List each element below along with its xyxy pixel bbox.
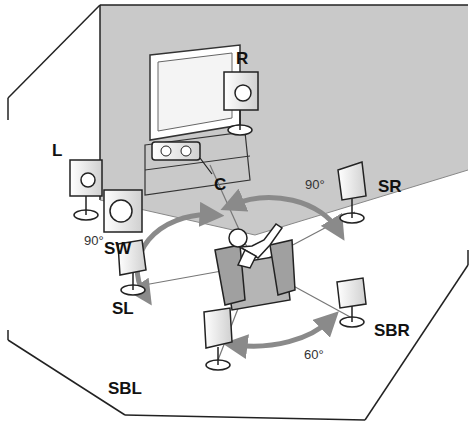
- angle-label: 90°: [84, 234, 104, 247]
- speaker-label: SBL: [108, 380, 142, 397]
- speaker-label: SW: [104, 240, 131, 257]
- speaker-label: R: [236, 50, 248, 67]
- speaker-label: SBR: [374, 322, 410, 339]
- angle-label: 60°: [304, 348, 324, 361]
- speaker-label: SL: [112, 300, 134, 317]
- speaker-label: L: [52, 142, 62, 159]
- speaker-label: C: [214, 176, 226, 193]
- angle-label: 90°: [305, 178, 325, 191]
- speaker-label: SR: [378, 178, 402, 195]
